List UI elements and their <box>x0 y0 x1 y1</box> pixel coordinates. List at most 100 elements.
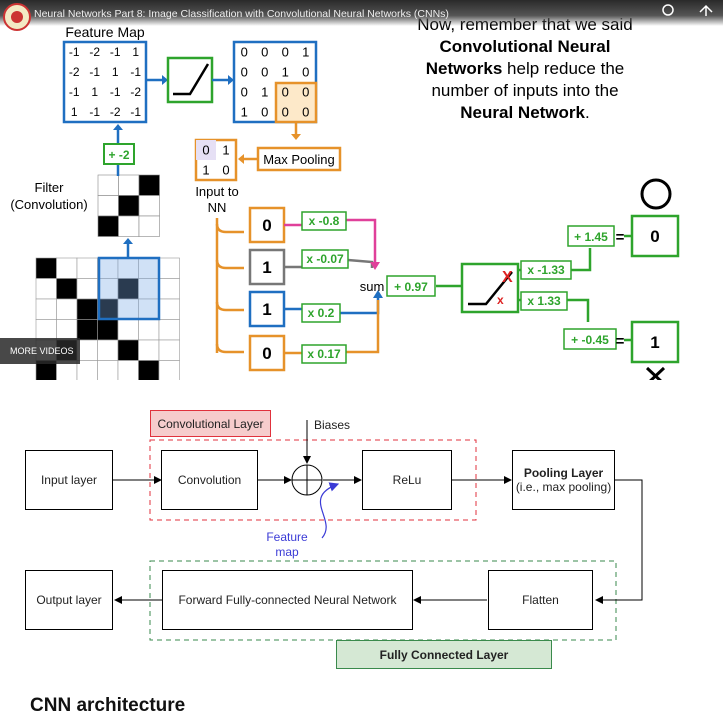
forward-fc-box: Forward Fully-connected Neural Network <box>162 570 413 630</box>
arrow-head <box>162 75 168 85</box>
relu-node <box>460 262 520 314</box>
out-bias-box <box>563 328 617 350</box>
input-to-nn-label-2: NN <box>208 200 227 215</box>
feature-map-arrow <box>319 482 340 539</box>
grid-value: 0 <box>282 105 289 120</box>
filter-grid <box>97 174 160 237</box>
narration-line-5: Neural Network. <box>460 103 589 122</box>
grid-value: -1 <box>110 45 121 59</box>
grid-value: 1 <box>71 105 78 119</box>
feature-map-line-2: map <box>275 545 299 559</box>
image-pixel <box>97 319 119 341</box>
input-value: 0 <box>262 344 271 363</box>
grid-value: 0 <box>261 105 268 120</box>
grid-value: 1 <box>282 65 289 80</box>
grid-value: 1 <box>261 85 268 100</box>
weight-box <box>301 303 341 323</box>
filter-cell <box>138 195 160 217</box>
narration-plain: help reduce the <box>507 59 624 78</box>
weight-value: x -0.07 <box>306 252 344 266</box>
grid-value: 1 <box>91 85 98 99</box>
grid-value: 1 <box>302 45 309 60</box>
narration-bold: Networks <box>426 59 503 78</box>
cross-icon <box>649 366 666 380</box>
grid-value: 1 <box>132 45 139 59</box>
filter-cell <box>138 174 160 196</box>
image-pixel <box>138 339 160 361</box>
biases-label: Biases <box>314 418 351 432</box>
narration-line-2: Convolutional Neural <box>440 37 611 56</box>
filter-cell <box>97 174 119 196</box>
relu-icon-box <box>166 56 214 104</box>
image-pixel <box>35 319 57 341</box>
arrow-head <box>291 134 301 140</box>
input-value: 0 <box>262 216 271 235</box>
input-neuron <box>248 206 286 244</box>
channel-logo-icon[interactable] <box>2 2 32 32</box>
sum-label: sum <box>360 279 385 294</box>
filter-cell <box>118 215 140 237</box>
grid-value: -2 <box>110 105 121 119</box>
flatten-box: Flatten <box>488 570 593 630</box>
sum-bias-value: + 0.97 <box>394 280 428 294</box>
image-pixel <box>56 298 78 320</box>
image-pixel <box>117 360 139 380</box>
grid-value: 1 <box>222 143 229 158</box>
out-weight-box <box>520 260 572 280</box>
grid-value: 1 <box>241 105 248 120</box>
narration-line-3: Networks help reduce the <box>426 59 624 78</box>
output-layer-box: Output layer <box>25 570 113 630</box>
bias-box <box>103 143 135 165</box>
image-pixel <box>35 278 57 300</box>
out-bias-value: + -0.45 <box>571 333 609 347</box>
fc-layer-label: Fully Connected Layer <box>336 640 552 669</box>
grid-value: 0 <box>282 85 289 100</box>
diagram-connectors <box>112 420 643 641</box>
image-pixel <box>56 257 78 279</box>
input-branches <box>215 218 244 354</box>
image-pixel <box>97 360 119 380</box>
filter-label-2: (Convolution) <box>10 197 87 212</box>
input-image <box>35 256 180 380</box>
image-pixel <box>158 339 180 361</box>
grid-value: -1 <box>130 65 141 79</box>
grid-value: -1 <box>89 105 100 119</box>
filter-label-1: Filter <box>35 180 65 195</box>
weight-box <box>301 344 347 364</box>
video-title-bar <box>0 0 723 26</box>
image-pixel <box>76 360 98 380</box>
video-title[interactable]: Neural Networks Part 8: Image Classifica… <box>34 8 449 20</box>
filter-cell <box>97 215 119 237</box>
feature-map-annotation: Feature map <box>262 530 312 560</box>
image-pixel <box>158 360 180 380</box>
input-to-nn-label-1: Input to <box>195 184 238 199</box>
grid-value: 0 <box>241 65 248 80</box>
filter-cell <box>118 174 140 196</box>
filter-cell <box>138 215 160 237</box>
figure-caption: CNN architecture <box>30 695 186 716</box>
weight-box <box>301 211 347 231</box>
feature-map-line-1: Feature <box>266 530 308 544</box>
grid-value: -1 <box>69 85 80 99</box>
grid-value: 0 <box>241 45 248 60</box>
image-pixel <box>117 319 139 341</box>
sum-bias-box <box>386 275 436 297</box>
x-mark-icon: X <box>502 269 513 286</box>
image-pixel <box>97 339 119 361</box>
output-value: 0 <box>650 227 659 246</box>
equals-sign: = <box>616 333 625 350</box>
out-bias-box <box>567 225 615 247</box>
pool-window <box>274 81 318 124</box>
grid-value: -2 <box>89 45 100 59</box>
weight-box <box>301 249 349 269</box>
image-pixel <box>76 319 98 341</box>
image-pixel <box>56 319 78 341</box>
bias-value: + -2 <box>108 148 129 162</box>
more-videos-button[interactable]: MORE VIDEOS <box>0 338 80 364</box>
out-bias-value: + 1.45 <box>574 230 608 244</box>
grid-value: -2 <box>69 65 80 79</box>
grid-value: -1 <box>69 45 80 59</box>
